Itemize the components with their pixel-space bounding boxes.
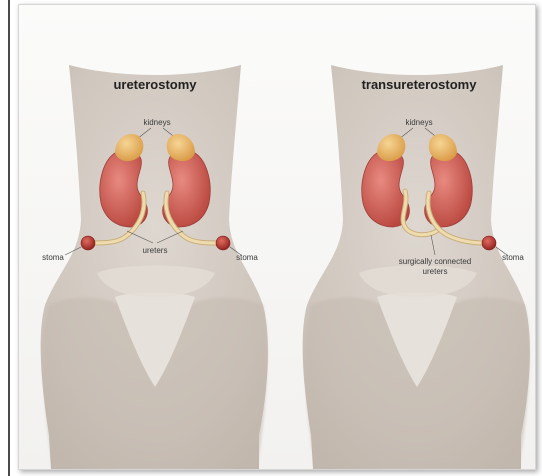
label-connected-line1: surgically connected: [399, 257, 471, 266]
urostomy-diagram: ureterostomy kidneys stoma stoma ureters: [19, 5, 535, 469]
title-transureterostomy: transureterostomy: [362, 77, 478, 92]
label-connected-line2: ureters: [423, 267, 448, 276]
left-border-line: [8, 0, 10, 476]
title-ureterostomy: ureterostomy: [113, 77, 197, 92]
label-stoma-left: stoma: [42, 253, 64, 262]
illustration-frame: ureterostomy kidneys stoma stoma ureters: [18, 4, 536, 470]
label-kidneys-right: kidneys: [405, 118, 432, 127]
stoma-right-b: [482, 236, 496, 250]
panel-ureterostomy: ureterostomy kidneys stoma stoma ureters: [41, 65, 268, 469]
label-stoma-right: stoma: [236, 253, 258, 262]
stoma-right-a: [216, 236, 230, 250]
label-stoma-b: stoma: [502, 253, 524, 262]
panel-transureterostomy: transureterostomy kidneys stoma surgical…: [303, 65, 530, 469]
stoma-left-a: [81, 236, 95, 250]
label-kidneys-left: kidneys: [143, 118, 170, 127]
label-ureters: ureters: [143, 246, 168, 255]
